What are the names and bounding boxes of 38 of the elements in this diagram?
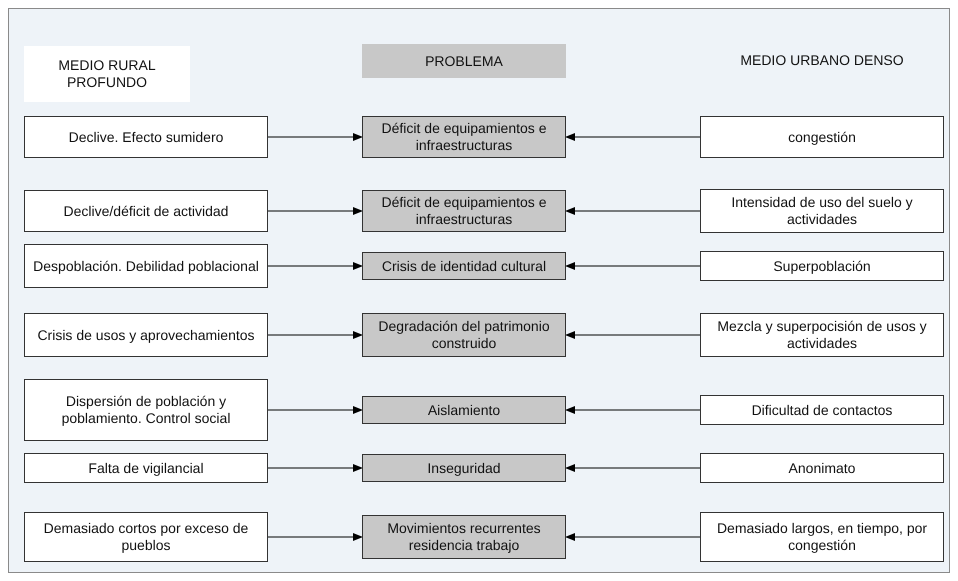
arrow (565, 464, 700, 472)
problem-box: Aislamiento (362, 396, 566, 424)
problem-box: Déficit de equipamientos e infraestructuras (362, 190, 566, 232)
arrow (565, 533, 700, 541)
urban-cause-box: congestión (700, 116, 944, 158)
urban-cause-box: Intensidad de uso del suelo y actividades (700, 189, 944, 233)
urban-cause-box: Mezcla y superpocisión de usos y actividades (700, 313, 944, 357)
arrow (268, 406, 363, 414)
arrow (565, 133, 700, 141)
urban-cause-box: Demasiado largos, en tiempo, por congestión (700, 512, 944, 562)
arrow (268, 262, 363, 270)
arrow (268, 207, 363, 215)
rural-cause-box: Demasiado cortos por exceso de pueblos (24, 512, 268, 562)
problem-box: Movimientos recurrentes residencia trabajo (362, 515, 566, 559)
problem-box: Crisis de identidad cultural (362, 252, 566, 280)
urban-cause-box: Superpoblación (700, 251, 944, 281)
arrow (565, 262, 700, 270)
rural-cause-box: Despoblación. Debilidad poblacional (24, 244, 268, 288)
rural-cause-box: Declive/déficit de actividad (24, 190, 268, 232)
urban-cause-box: Dificultad de contactos (700, 395, 944, 425)
arrow (565, 406, 700, 414)
problem-box: Déficit de equipamientos e infraestructuras (362, 116, 566, 158)
rural-cause-box: Dispersión de población y poblamiento. Control social (24, 379, 268, 441)
arrow (268, 464, 363, 472)
column-header: MEDIO URBANO DENSO (700, 46, 944, 74)
arrow (565, 207, 700, 215)
urban-cause-box: Anonimato (700, 453, 944, 483)
arrow (268, 133, 363, 141)
column-header: PROBLEMA (362, 44, 566, 78)
problem-box: Degradación del patrimonio construido (362, 313, 566, 357)
column-header: MEDIO RURAL PROFUNDO (24, 46, 190, 102)
rural-cause-box: Falta de vigilancial (24, 453, 268, 483)
arrow (268, 331, 363, 339)
rural-cause-box: Crisis de usos y aprovechamientos (24, 313, 268, 357)
arrow (565, 331, 700, 339)
arrow (268, 533, 363, 541)
rural-cause-box: Declive. Efecto sumidero (24, 116, 268, 158)
problem-box: Inseguridad (362, 454, 566, 482)
